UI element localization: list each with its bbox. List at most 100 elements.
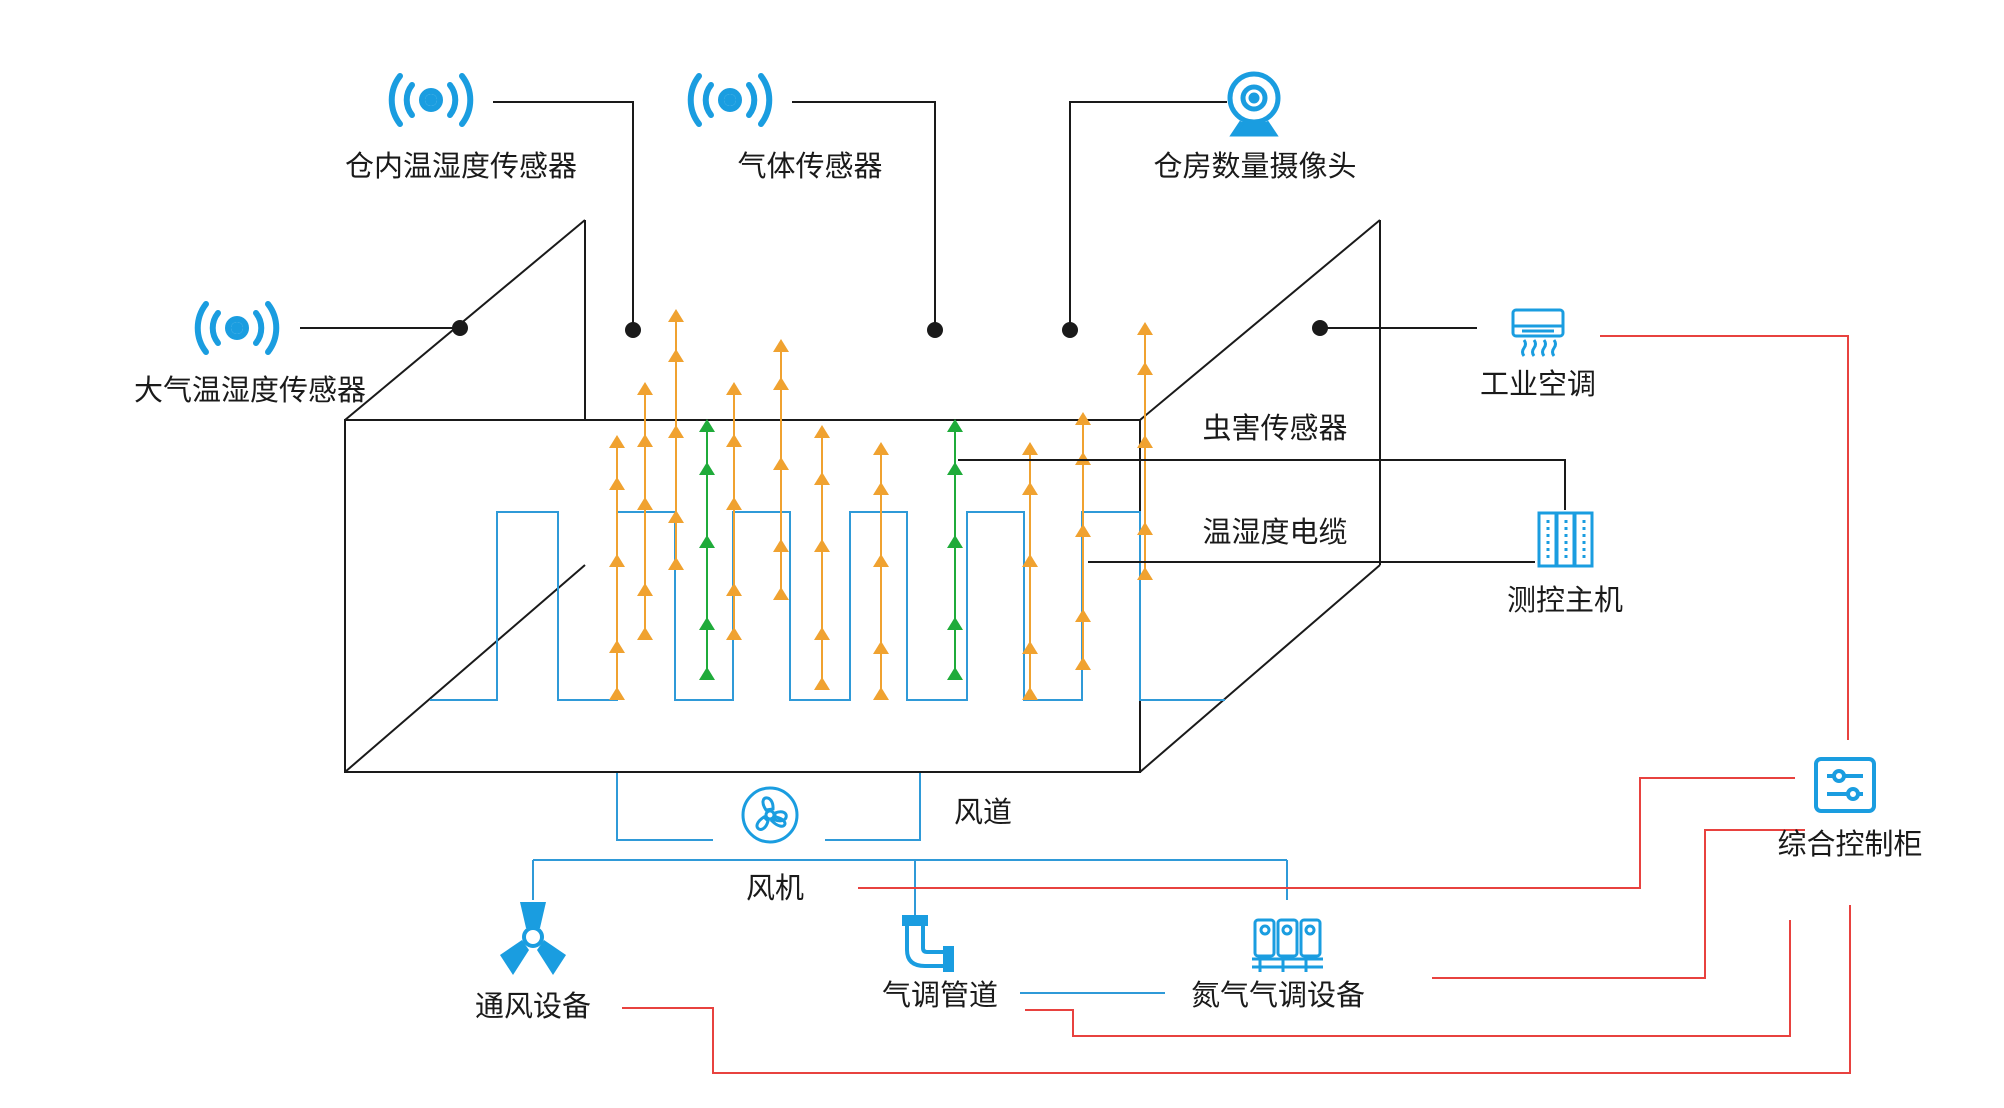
labels: 仓内温湿度传感器 气体传感器 仓房数量摄像头 大气温湿度传感器 工业空调 虫害传…	[134, 149, 1923, 1023]
airflow-arrowhead	[609, 687, 625, 700]
box-top-left-edge	[344, 219, 586, 421]
airflow-arrowhead	[1137, 362, 1153, 375]
label-warehouse-th-sensor: 仓内温湿度传感器	[345, 149, 577, 183]
label-industrial-ac: 工业空调	[1480, 367, 1596, 401]
airflow-arrowhead	[1022, 641, 1038, 654]
airflow-arrowhead	[1075, 657, 1091, 670]
airflow-arrowhead	[699, 535, 715, 548]
ventilation-fan-icon	[500, 902, 566, 975]
airflow-arrowhead	[873, 687, 889, 700]
airflow-arrowhead	[637, 382, 653, 395]
label-atmos-th-sensor: 大气温湿度传感器	[134, 373, 366, 407]
air-conditioner-icon	[1511, 308, 1565, 357]
label-monitor-host: 测控主机	[1507, 583, 1623, 617]
airflow-arrowhead	[609, 477, 625, 490]
airflow-arrowhead	[699, 617, 715, 630]
pointer-dots	[452, 320, 1328, 338]
airflow-arrowhead	[773, 539, 789, 552]
airflow-arrowhead	[1075, 524, 1091, 537]
airflow-arrowhead	[773, 339, 789, 352]
airflow-arrowhead	[726, 434, 742, 447]
airflow-arrowhead	[1137, 322, 1153, 335]
duct-down-connector	[616, 773, 713, 841]
airflow-arrowhead	[1075, 412, 1091, 425]
control-panel-icon	[1814, 757, 1876, 813]
airflow-arrowhead	[726, 382, 742, 395]
airflow-arrowhead	[773, 457, 789, 470]
box-bottom-left-edge	[344, 564, 586, 773]
airflow-arrowhead	[699, 462, 715, 475]
airflow-arrowhead	[947, 667, 963, 680]
airflow-arrowhead	[814, 677, 830, 690]
airflow-arrowhead	[814, 425, 830, 438]
airflow-arrowhead	[1137, 567, 1153, 580]
label-warehouse-camera: 仓房数量摄像头	[1153, 149, 1356, 183]
airflow-arrowhead	[668, 309, 684, 322]
airflow-arrowhead	[873, 442, 889, 455]
airflow-arrowhead	[637, 497, 653, 510]
label-control-cabinet: 综合控制柜	[1777, 827, 1922, 861]
fan-distribution-lines	[532, 859, 1288, 994]
airflow-arrowhead	[699, 419, 715, 432]
label-gas-sensor: 气体传感器	[737, 149, 882, 183]
label-air-duct: 风道	[954, 795, 1012, 829]
airflow-arrowhead	[668, 557, 684, 570]
airflow-arrows	[609, 309, 1153, 700]
control-lines	[622, 335, 1851, 1074]
airflow-arrowhead	[699, 667, 715, 680]
airflow-arrowhead	[726, 497, 742, 510]
airflow-arrowhead	[1022, 554, 1038, 567]
box-bottom-right-edge	[1139, 564, 1381, 773]
airflow-arrowhead	[873, 641, 889, 654]
gas-cylinders-icon	[1252, 918, 1323, 972]
airflow-arrowhead	[773, 587, 789, 600]
airflow-arrowhead	[873, 482, 889, 495]
airflow-arrowhead	[947, 462, 963, 475]
airflow-arrowhead	[668, 510, 684, 523]
airflow-arrowhead	[773, 377, 789, 390]
air-duct-serpentine	[430, 511, 1225, 701]
airflow-arrowhead	[814, 627, 830, 640]
gas-sensor-icon	[687, 73, 773, 127]
airflow-arrowhead	[1022, 442, 1038, 455]
label-nitrogen-ca-equipment: 氮气气调设备	[1191, 978, 1365, 1012]
warehouse-box	[344, 219, 1381, 773]
atmos-th-sensor-icon	[194, 301, 280, 355]
airflow-arrowhead	[814, 472, 830, 485]
airflow-arrowhead	[726, 627, 742, 640]
pipe-elbow-icon	[902, 915, 954, 972]
fan-icon	[741, 786, 799, 844]
airflow-arrowhead	[609, 640, 625, 653]
webcam-icon	[1227, 71, 1281, 137]
airflow-arrowhead	[947, 535, 963, 548]
duct-down-connector-right	[825, 773, 921, 841]
airflow-arrowhead	[1137, 435, 1153, 448]
airflow-arrowhead	[637, 434, 653, 447]
airflow-arrowhead	[668, 425, 684, 438]
airflow-arrowhead	[1075, 609, 1091, 622]
box-front-face	[344, 419, 1141, 773]
airflow-arrowhead	[609, 554, 625, 567]
airflow-arrowhead	[1022, 482, 1038, 495]
label-ca-pipeline: 气调管道	[882, 978, 998, 1012]
label-pest-sensor: 虫害传感器	[1202, 411, 1347, 445]
label-fan: 风机	[746, 871, 804, 905]
airflow-arrowhead	[947, 419, 963, 432]
airflow-arrowhead	[637, 627, 653, 640]
box-top-right-edge	[1139, 219, 1381, 421]
warehouse-th-sensor-icon	[388, 73, 474, 127]
server-rack-icon	[1537, 511, 1594, 568]
airflow-arrowhead	[873, 554, 889, 567]
airflow-arrowhead	[1137, 522, 1153, 535]
airflow-arrowhead	[1022, 687, 1038, 700]
airflow-arrowhead	[1075, 452, 1091, 465]
airflow-arrowhead	[814, 539, 830, 552]
airflow-arrowhead	[726, 583, 742, 596]
label-th-cable: 温湿度电缆	[1202, 515, 1347, 549]
airflow-arrowhead	[637, 583, 653, 596]
airflow-arrowhead	[609, 435, 625, 448]
label-ventilation-equipment: 通风设备	[475, 989, 591, 1023]
airflow-arrowhead	[668, 349, 684, 362]
airflow-arrowhead	[947, 617, 963, 630]
